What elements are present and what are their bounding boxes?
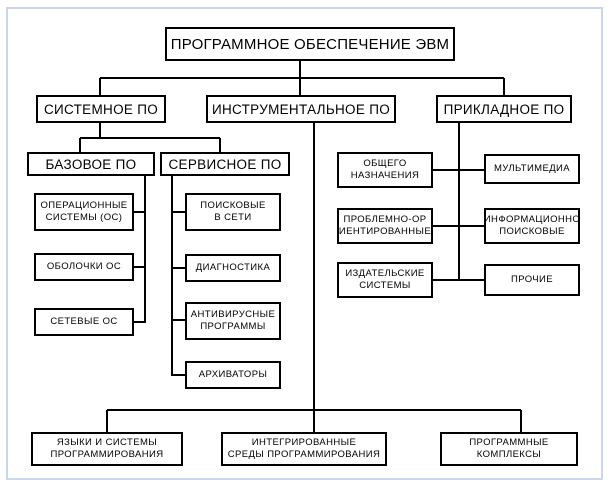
applied-item: ПРОБЛЕМНО-ОР ИЕНТИРОВАННЫЕ: [337, 208, 433, 244]
applied-item: ИЗДАТЕЛЬСКИЕ СИСТЕМЫ: [337, 262, 433, 298]
service-item: АРХИВАТОРЫ: [185, 361, 281, 389]
service-item: ДИАГНОСТИКА: [185, 254, 281, 282]
service-item: ПОИСКОВЫЕ В СЕТИ: [185, 193, 281, 231]
category-system: СИСТЕМНОЕ ПО: [36, 95, 166, 123]
base-item: СЕТЕВЫЕ ОС: [34, 308, 134, 336]
category-tools: ИНСТРУМЕНТАЛЬНОЕ ПО: [206, 95, 396, 123]
applied-item: ОБЩЕГО НАЗНАЧЕНИЯ: [337, 152, 433, 188]
base-item: ОПЕРАЦИОННЫЕ СИСТЕМЫ (ОС): [34, 193, 134, 231]
connector-base-trunk: [133, 175, 146, 323]
connector-service-trunk: [171, 175, 186, 376]
tools-item: ИНТЕГРИРОВАННЫЕ СРЕДЫ ПРОГРАММИРОВАНИЯ: [221, 432, 387, 466]
service-item: АНТИВИРУСНЫЕ ПРОГРАММЫ: [185, 302, 281, 340]
base-item: ОБОЛОЧКИ ОС: [34, 253, 134, 281]
applied-item: ИНФОРМАЦИОННО ПОИСКОВЫЕ: [484, 208, 580, 244]
applied-item: МУЛЬТИМЕДИА: [484, 154, 580, 184]
category-applied: ПРИКЛАДНОЕ ПО: [436, 95, 572, 123]
subcategory-service: СЕРВИСНОЕ ПО: [160, 152, 290, 176]
tools-item: ПРОГРАММНЫЕ КОМПЛЕКСЫ: [440, 432, 578, 466]
subcategory-base: БАЗОВОЕ ПО: [27, 152, 155, 176]
tools-item: ЯЗЫКИ И СИСТЕМЫ ПРОГРАММИРОВАНИЯ: [31, 432, 183, 466]
root-node: ПРОГРАММНОЕ ОБЕСПЕЧЕНИЕ ЭВМ: [165, 27, 455, 61]
applied-item: ПРОЧИЕ: [484, 264, 580, 296]
